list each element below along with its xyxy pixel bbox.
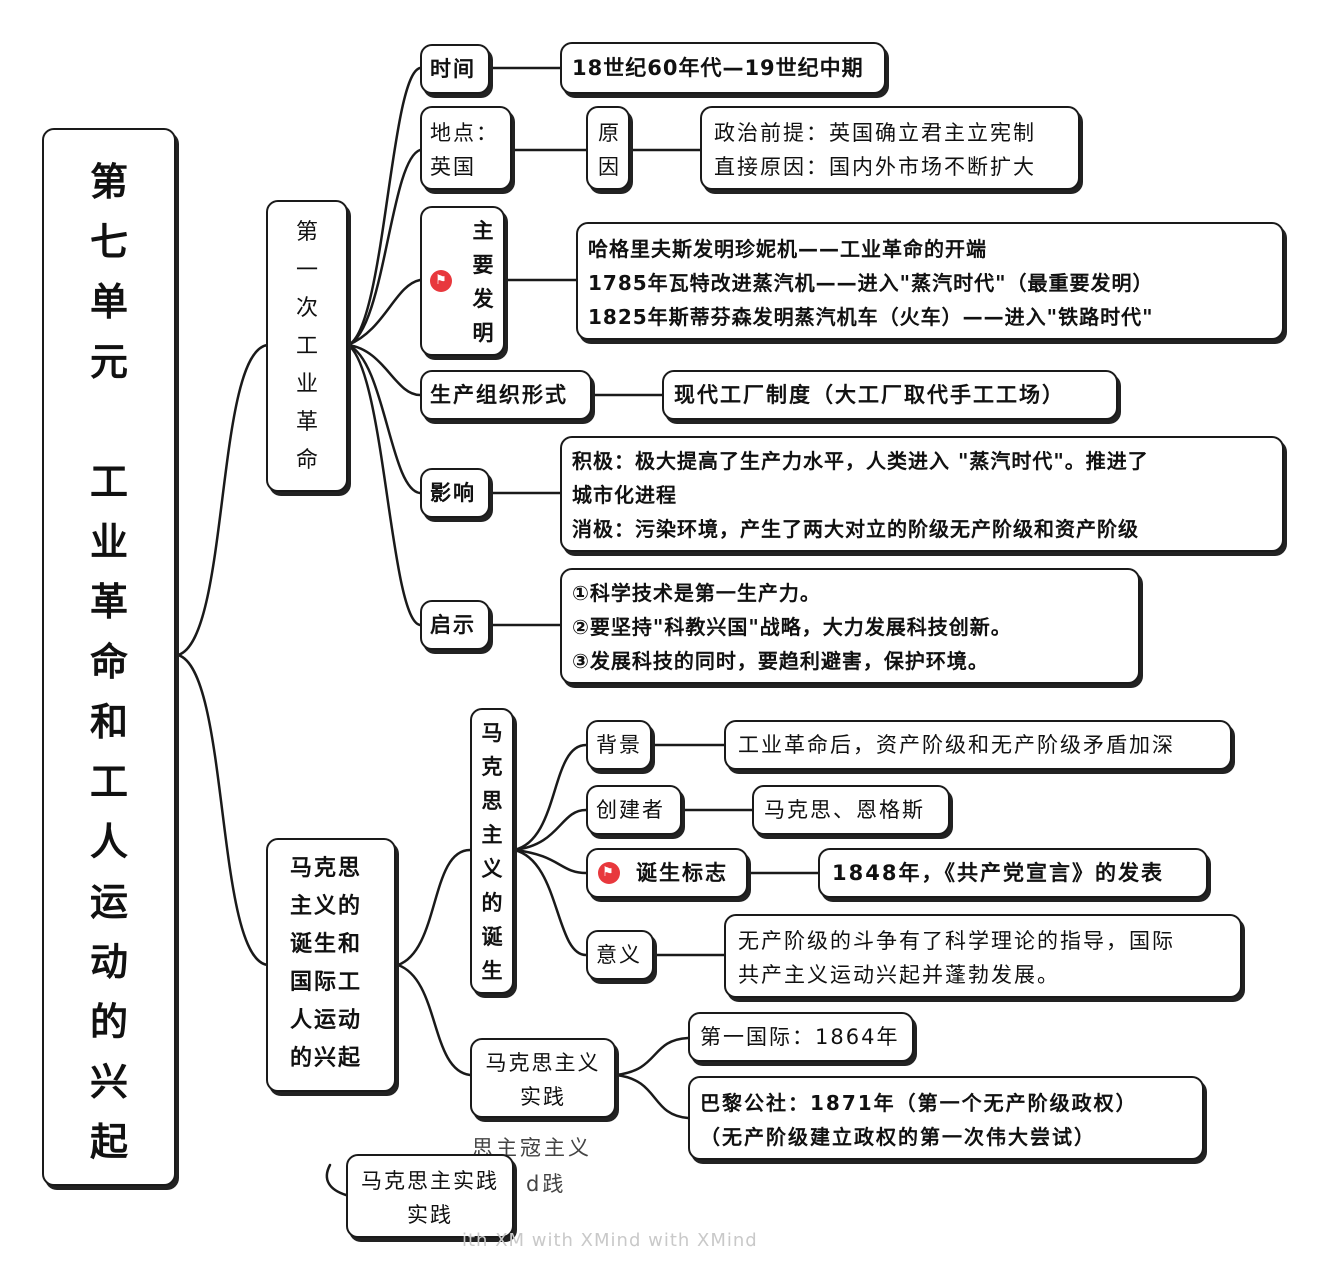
meaning-line: 无产阶级的斗争有了科学理论的指导，国际	[738, 929, 1175, 953]
impact-node[interactable]: 影响	[420, 468, 490, 518]
first-international-value: 第一国际：1864年	[700, 1025, 900, 1049]
organization-value: 现代工厂制度（大工厂取代手工工场）	[674, 383, 1065, 407]
invention-item: 1785年瓦特改进蒸汽机——进入"蒸汽时代"（最重要发明）	[588, 271, 1154, 295]
branch-marxism-labor-movement[interactable]: 马克思 主义的 诞生和 国际工 人运动 的兴起	[266, 838, 396, 1092]
inventions-list[interactable]: 哈格里夫斯发明珍妮机——工业革命的开端 1785年瓦特改进蒸汽机——进入"蒸汽时…	[576, 222, 1284, 340]
invention-item: 1825年斯蒂芬森发明蒸汽机车（火车）——进入"铁路时代"	[588, 305, 1154, 329]
first-international-node[interactable]: 第一国际：1864年	[688, 1012, 914, 1062]
practice-label-line: 实践	[520, 1085, 566, 1109]
paris-commune-node[interactable]: 巴黎公社：1871年（第一个无产阶级政权） （无产阶级建立政权的第一次伟大尝试）	[688, 1076, 1204, 1160]
ghost-practice-node[interactable]: 马克思主实践 实践	[346, 1154, 514, 1238]
founders-label: 创建者	[596, 798, 665, 822]
branch-first-industrial-revolution[interactable]: 第一 次工 业革 命	[266, 200, 348, 492]
lesson-line: ③发展科技的同时，要趋利避害，保护环境。	[572, 649, 989, 673]
branch-marxism-label-line: 主义的	[290, 894, 363, 919]
meaning-value-node[interactable]: 无产阶级的斗争有了科学理论的指导，国际 共产主义运动兴起并蓬勃发展。	[724, 914, 1242, 998]
invention-item: 哈格里夫斯发明珍妮机——工业革命的开端	[588, 237, 987, 261]
marxism-birth-node[interactable]: 马克 思主 义的 诞生	[470, 708, 514, 994]
impact-line: 消极：污染环境，产生了两大对立的阶级无产阶级和资产阶级	[572, 517, 1139, 541]
impact-line: 城市化进程	[572, 483, 677, 507]
background-node[interactable]: 背景	[586, 720, 652, 770]
meaning-node[interactable]: 意义	[586, 930, 654, 980]
background-label: 背景	[596, 733, 642, 757]
red-flag-icon: ⚑	[430, 270, 452, 292]
lesson-list[interactable]: ①科学技术是第一生产力。 ②要坚持"科教兴国"战略，大力发展科技创新。 ③发展科…	[560, 568, 1140, 684]
cause-item: 直接原因：国内外市场不断扩大	[714, 155, 1036, 179]
paris-commune-line: （无产阶级建立政权的第一次伟大尝试）	[700, 1125, 1096, 1149]
cause-list[interactable]: 政治前提：英国确立君主立宪制 直接原因：国内外市场不断扩大	[700, 106, 1080, 190]
marxism-practice-node[interactable]: 马克思主义 实践	[470, 1038, 616, 1118]
symbol-value-node[interactable]: 1848年，《共产党宣言》的发表	[818, 848, 1208, 898]
branch-marxism-label-line: 人运动	[290, 1008, 363, 1033]
impact-list[interactable]: 积极：极大提高了生产力水平，人类进入 "蒸汽时代"。推进了 城市化进程 消极：污…	[560, 436, 1284, 552]
watermark-text: ith XM with XMind with XMind	[462, 1230, 758, 1251]
branch-marxism-label-line: 国际工	[290, 970, 363, 995]
meaning-line: 共产主义运动兴起并蓬勃发展。	[738, 963, 1060, 987]
symbol-node[interactable]: ⚑ 诞生标志	[586, 848, 748, 898]
organization-value-node[interactable]: 现代工厂制度（大工厂取代手工工场）	[662, 370, 1118, 420]
branch-marxism-label-line: 诞生和	[290, 932, 363, 957]
practice-label-line: 马克思主义	[485, 1051, 601, 1075]
time-label: 时间	[430, 57, 476, 81]
place-node[interactable]: 地点： 英国	[420, 106, 512, 190]
lesson-line: ①科学技术是第一生产力。	[572, 581, 821, 605]
marxism-birth-label: 马克 思主 义的 诞生	[481, 721, 503, 983]
organization-label: 生产组织形式	[430, 383, 568, 407]
founders-value: 马克思、恩格斯	[764, 798, 925, 822]
impact-label: 影响	[430, 481, 476, 505]
cause-item: 政治前提：英国确立君主立宪制	[714, 121, 1036, 145]
place-label-line: 地点：	[430, 121, 499, 145]
background-value: 工业革命后，资产阶级和无产阶级矛盾加深	[738, 733, 1175, 757]
founders-node[interactable]: 创建者	[586, 785, 682, 835]
impact-line: 积极：极大提高了生产力水平，人类进入 "蒸汽时代"。推进了	[572, 449, 1149, 473]
ghost-practice-line: 马克思主实践	[361, 1169, 499, 1193]
place-value: 英国	[430, 155, 476, 179]
lesson-label: 启示	[430, 613, 476, 637]
cause-label-char: 原	[598, 121, 621, 145]
branch-marxism-label-line: 马克思	[290, 856, 363, 881]
meaning-label: 意义	[596, 943, 642, 967]
branch-first-industrial-revolution-label: 第一 次工 业革 命	[295, 220, 318, 473]
unit-subtitle: 工业 革命 和工 人运 动的 兴起	[89, 460, 128, 1164]
lesson-line: ②要坚持"科教兴国"战略，大力发展科技创新。	[572, 615, 1012, 639]
paris-commune-line: 巴黎公社：1871年（第一个无产阶级政权）	[700, 1091, 1138, 1115]
background-value-node[interactable]: 工业革命后，资产阶级和无产阶级矛盾加深	[724, 720, 1232, 770]
ghost-text-side: d践	[526, 1172, 567, 1196]
unit-title: 第七 单元	[89, 160, 128, 384]
cause-node[interactable]: 原 因	[586, 106, 630, 190]
red-flag-icon: ⚑	[598, 862, 620, 884]
inventions-label: 主要 发明	[472, 219, 494, 345]
symbol-value: 1848年，《共产党宣言》的发表	[832, 861, 1164, 885]
branch-marxism-label-line: 的兴起	[290, 1046, 363, 1071]
time-value: 18世纪60年代—19世纪中期	[572, 56, 864, 80]
inventions-node[interactable]: ⚑ 主要 发明	[420, 206, 505, 356]
symbol-label: 诞生标志	[636, 861, 728, 885]
time-node[interactable]: 时间	[420, 44, 490, 94]
root-topic[interactable]: 第七 单元 工业 革命 和工 人运 动的 兴起	[42, 128, 176, 1186]
ghost-practice-line: 实践	[407, 1203, 453, 1227]
lesson-node[interactable]: 启示	[420, 600, 490, 650]
time-value-node[interactable]: 18世纪60年代—19世纪中期	[560, 42, 886, 94]
cause-label-char: 因	[598, 155, 621, 179]
founders-value-node[interactable]: 马克思、恩格斯	[752, 785, 950, 835]
organization-node[interactable]: 生产组织形式	[420, 370, 592, 420]
